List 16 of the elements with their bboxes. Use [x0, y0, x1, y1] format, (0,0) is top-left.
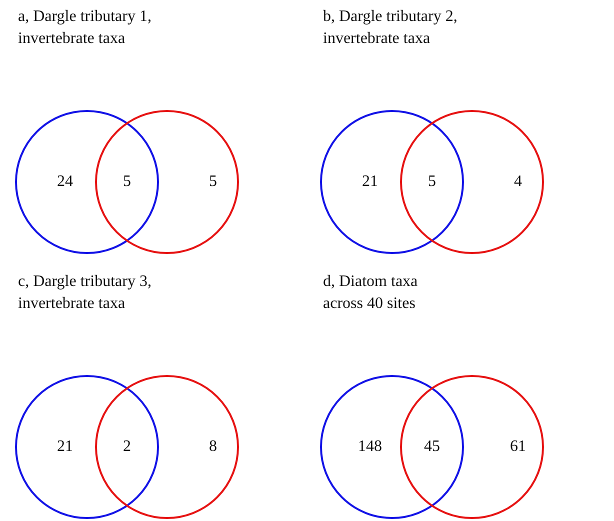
- count-label: 4: [514, 172, 522, 192]
- panel-title: d, Diatom taxa across 40 sites: [323, 272, 419, 314]
- panel-title: b, Dargle tributary 2, invertebrate taxa: [323, 7, 458, 49]
- overlap-count: 5: [428, 172, 436, 192]
- count-label: 21: [57, 437, 73, 457]
- panel-title: c, Dargle tributary 3, invertebrate taxa: [18, 272, 152, 314]
- overlap-count: 5: [123, 172, 131, 192]
- overlap-count: 45: [424, 437, 440, 457]
- panel-title: a, Dargle tributary 1, invertebrate taxa: [18, 7, 152, 49]
- count-label: 61: [510, 437, 526, 457]
- count-label: 148: [358, 437, 382, 457]
- count-label: 8: [209, 437, 217, 457]
- count-label: 21: [362, 172, 378, 192]
- count-label: 5: [209, 172, 217, 192]
- count-label: 24: [57, 172, 73, 192]
- overlap-count: 2: [123, 437, 131, 457]
